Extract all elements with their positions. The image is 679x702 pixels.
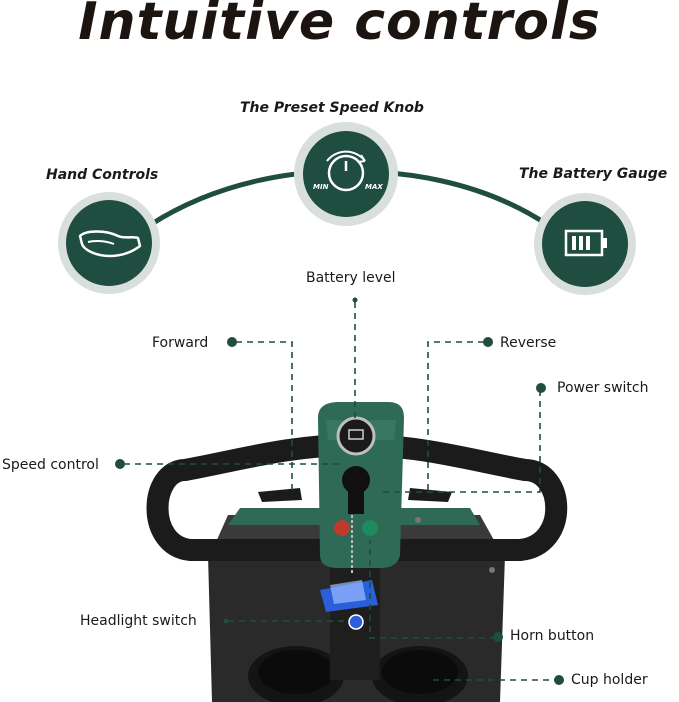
knob-max-label: MAX bbox=[365, 183, 383, 191]
knob-min-label: MIN bbox=[313, 183, 329, 191]
callout-power-switch: Power switch bbox=[557, 380, 649, 396]
hand-controls-badge-inner bbox=[66, 200, 152, 286]
callout-cup-holder: Cup holder bbox=[571, 672, 648, 688]
battery-gauge-badge-inner bbox=[542, 201, 628, 287]
speed-knob-label: The Preset Speed Knob bbox=[240, 100, 424, 116]
callout-forward: Forward bbox=[152, 335, 209, 351]
hand-controls-icon bbox=[78, 230, 142, 258]
hand-controls-label: Hand Controls bbox=[46, 167, 159, 183]
page-title: Intuitive controls bbox=[78, 0, 601, 52]
callout-reverse: Reverse bbox=[500, 335, 557, 351]
callout-horn-button: Horn button bbox=[510, 628, 595, 644]
battery-gauge-label: The Battery Gauge bbox=[519, 166, 668, 182]
speed-knob-badge-inner: MIN MAX bbox=[303, 131, 389, 217]
callout-battery-level: Battery level bbox=[306, 270, 396, 286]
speed-knob-icon: MIN MAX bbox=[313, 150, 383, 192]
callout-speed-control: Speed control bbox=[2, 457, 99, 473]
callout-headlight-switch: Headlight switch bbox=[80, 613, 197, 629]
battery-icon bbox=[564, 229, 607, 257]
